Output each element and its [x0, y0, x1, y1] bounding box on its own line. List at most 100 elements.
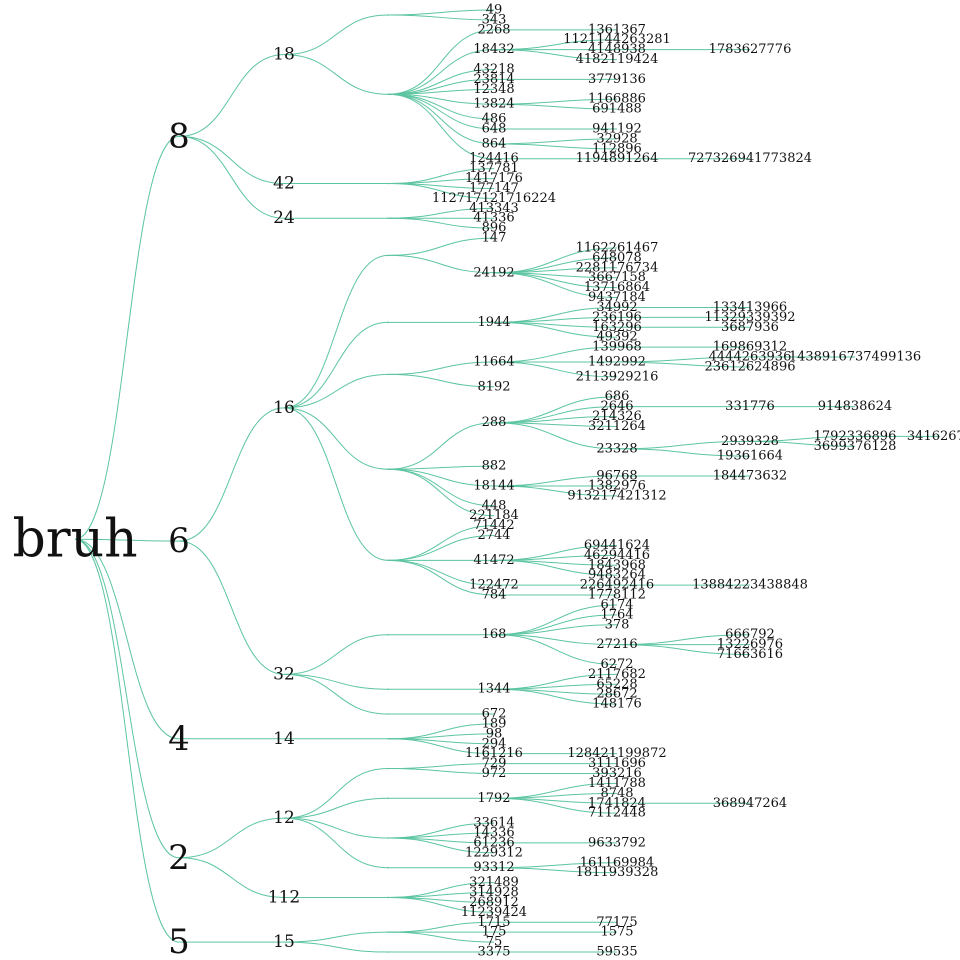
tree-edge — [387, 93, 495, 160]
tree-node-label: 14 — [273, 729, 295, 749]
tree-edge — [493, 624, 618, 636]
tree-edge — [283, 673, 389, 715]
tree-junction-node — [387, 559, 389, 562]
tree-edge — [283, 14, 389, 56]
tree-node-label: 24 — [273, 208, 295, 228]
tree-junction-node — [387, 837, 389, 839]
tree-node-label: 1438916737499136 — [789, 350, 921, 365]
tree-node-label: 122472 — [469, 578, 519, 593]
tree-node-label: 32 — [273, 664, 295, 684]
tree-node-label: 8 — [168, 116, 190, 156]
tree-node-label: 1166886 — [588, 92, 646, 107]
tree-node-label: 486 — [482, 112, 507, 127]
tree-labels: 4934313613672268112114426328117836277764… — [12, 3, 960, 960]
tree-node-label: 368947264 — [713, 796, 787, 811]
tree-node-label: 221184 — [469, 508, 519, 523]
tree-node-label: 34992 — [596, 300, 637, 315]
tree-edge — [387, 535, 495, 561]
tree-edge — [387, 29, 495, 95]
tree-node-label: 169869312 — [713, 340, 787, 355]
tree-edge — [178, 135, 285, 185]
tree-node-label: 124416 — [469, 151, 519, 166]
tree-node-label: 15 — [273, 932, 295, 952]
tree-edge — [387, 183, 495, 199]
tree-node-label: 13884223438848 — [692, 578, 808, 593]
tree-edge — [74, 538, 180, 943]
tree-node-label: 666792 — [725, 627, 775, 642]
tree-edge — [387, 931, 495, 943]
tree-edge — [749, 440, 856, 447]
tree-node-label: 1764 — [600, 607, 633, 622]
tree-node-label: 941192 — [592, 121, 642, 136]
tree-edge — [387, 422, 495, 470]
tree-node-label: 75 — [486, 935, 503, 950]
tree-node-label: 46294416 — [584, 548, 650, 563]
tree-edge — [74, 538, 180, 740]
tree-node-label: 1344 — [477, 682, 510, 697]
tree-node-label: 148176 — [592, 697, 642, 712]
tree-junction-node — [387, 767, 389, 770]
tree-node-label: 9437184 — [588, 290, 646, 305]
tree-edge — [387, 738, 495, 755]
tree-edge — [493, 485, 618, 497]
tree-edge — [387, 14, 495, 21]
tree-node-label: 6174 — [600, 597, 633, 612]
tree-node-label: 686 — [605, 389, 630, 404]
tree-node-label: 23612624896 — [705, 359, 796, 374]
tree-edge — [616, 440, 751, 450]
tree-node-label: 71663616 — [717, 647, 783, 662]
tree-edges — [74, 9, 940, 953]
tree-node-label: 41472 — [473, 553, 514, 568]
tree-node-label: 42 — [273, 174, 295, 194]
tree-node-label: 133413966 — [713, 300, 787, 315]
tree-node-label: 98 — [486, 726, 503, 741]
tree-edge — [283, 373, 389, 409]
tree-node-label: 1162261467 — [576, 240, 659, 255]
tree-node-label: 729 — [482, 756, 507, 771]
tree-node-label: 16 — [273, 398, 295, 418]
tree-edge — [74, 135, 180, 540]
tree-edge — [387, 468, 495, 487]
tree-node-label: 727326941773824 — [688, 151, 812, 166]
tree-edge — [493, 634, 618, 665]
tree-node-label: 18 — [273, 45, 295, 65]
tree-node-label: 236196 — [592, 310, 642, 325]
tree-edge — [387, 217, 495, 229]
tree-node-label: 96768 — [596, 469, 637, 484]
tree-node-label: 4148938 — [588, 42, 646, 57]
tree-edge — [283, 673, 389, 690]
tree-edge — [493, 422, 618, 450]
tree-node-label: 331776 — [725, 399, 775, 414]
tree-node-label: 184473632 — [713, 469, 787, 484]
tree-edge — [493, 346, 618, 363]
tree-node-label: 59535 — [596, 945, 637, 960]
tree-node-label: 34162675 — [907, 429, 960, 444]
tree-node-label: 9483264 — [588, 568, 646, 583]
tree-edge — [493, 272, 618, 299]
tree-edge — [493, 361, 618, 378]
tree-edge — [387, 465, 495, 470]
root-node-label: bruh — [12, 509, 137, 569]
tree-node-label: 2 — [168, 838, 190, 878]
tree-edge — [493, 559, 618, 576]
tree-node-label: 1715 — [477, 915, 510, 930]
tree-node-label: 1229312 — [465, 845, 523, 860]
tree-node-label: 672 — [482, 707, 507, 722]
tree-junction-node — [387, 93, 389, 96]
tree-node-label: 1783627776 — [709, 42, 792, 57]
tree-node-label: 18432 — [473, 42, 514, 57]
tree-node-label: 1792 — [477, 791, 510, 806]
tree-node-label: 11329339392 — [705, 310, 796, 325]
tree-node-label: 175 — [482, 925, 507, 940]
tree-node-label: 1792336896 — [814, 429, 897, 444]
tree-node-label: 914838624 — [818, 399, 892, 414]
tree-edge — [283, 321, 389, 409]
tree-junction-node — [387, 713, 389, 715]
tree-node-label: 2281176734 — [576, 260, 659, 275]
tree-node-label: 3375 — [477, 945, 510, 960]
tree-node-label: 1382976 — [588, 478, 646, 493]
tree-node-label: 2117682 — [588, 667, 646, 682]
tree-node-label: 3111696 — [588, 756, 646, 771]
tree-node-label: 161169984 — [580, 855, 654, 870]
